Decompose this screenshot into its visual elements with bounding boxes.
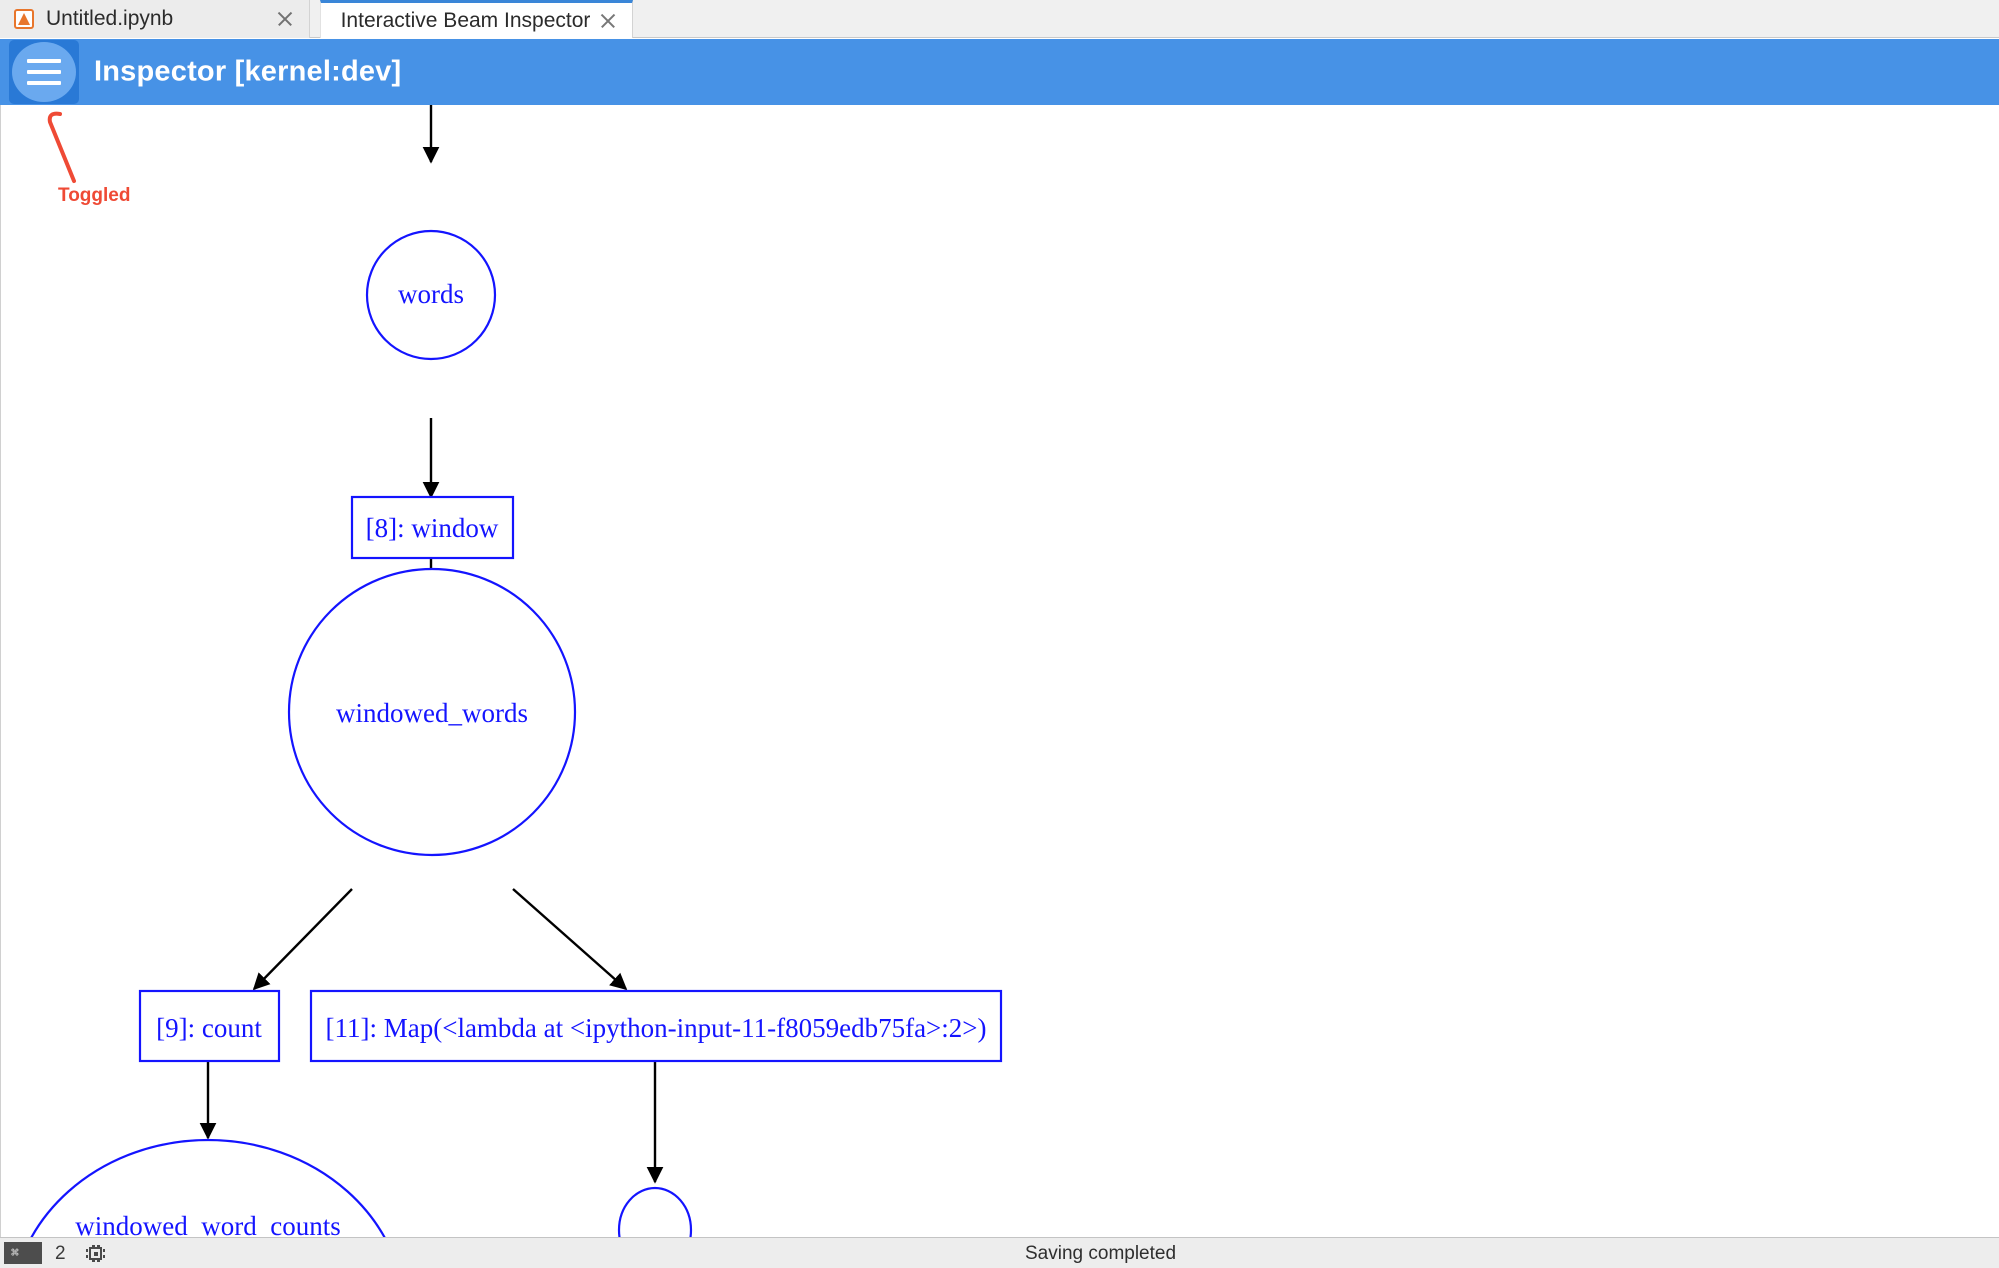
- tab-bar: Untitled.ipynb Interactive Beam Inspecto…: [0, 0, 1999, 38]
- graph-canvas[interactable]: words [8]: window windowed_words [9]: co…: [0, 105, 1999, 1237]
- edge-windowedwords-to-count: [252, 888, 353, 991]
- tab-untitled-ipynb[interactable]: Untitled.ipynb: [0, 0, 310, 38]
- status-bar: ⌘ 2 Saving completed: [0, 1237, 1999, 1268]
- graph-node-unnamed[interactable]: [617, 1186, 693, 1237]
- node-shape-circle[interactable]: [617, 1186, 693, 1237]
- tab-interactive-beam-inspector[interactable]: Interactive Beam Inspector: [320, 0, 633, 38]
- node-shape-box[interactable]: [138, 989, 281, 1063]
- graph-node-words[interactable]: words: [365, 229, 497, 361]
- node-shape-box[interactable]: [309, 989, 1003, 1063]
- close-icon[interactable]: [273, 7, 297, 31]
- status-message: Saving completed: [1025, 1243, 1177, 1264]
- edge-windowedwords-to-map: [512, 888, 628, 991]
- inspector-header: Inspector [kernel:dev]: [0, 39, 1999, 105]
- node-label: windowed_word_counts: [75, 1211, 340, 1237]
- tab-label: Untitled.ipynb: [46, 7, 174, 30]
- graph-node-windowed-words[interactable]: windowed_words: [287, 567, 577, 857]
- node-label: [8]: window: [366, 513, 499, 543]
- node-label: [9]: count: [156, 1013, 262, 1043]
- page-title: Inspector [kernel:dev]: [94, 55, 402, 88]
- node-label: windowed_words: [336, 698, 528, 728]
- node-shape-circle[interactable]: [11, 1138, 405, 1237]
- node-shape-circle[interactable]: [287, 567, 577, 857]
- pipeline-graph: words [8]: window windowed_words [9]: co…: [11, 105, 1003, 1237]
- terminal-glyph: ⌘: [11, 1246, 19, 1261]
- node-label: words: [398, 279, 464, 309]
- graph-node-count[interactable]: [9]: count: [138, 989, 281, 1063]
- graph-node-map[interactable]: [11]: Map(<lambda at <ipython-input-11-f…: [309, 989, 1003, 1063]
- cpu-chip-icon[interactable]: [86, 1245, 105, 1262]
- annotation-label: Toggled: [58, 185, 131, 206]
- tab-label: Interactive Beam Inspector: [340, 8, 591, 32]
- graph-node-windowed-word-counts[interactable]: windowed_word_counts: [11, 1138, 405, 1237]
- terminal-icon[interactable]: ⌘: [4, 1242, 42, 1264]
- node-shape-box[interactable]: [350, 495, 515, 560]
- hamburger-menu-button[interactable]: [9, 40, 79, 104]
- kernel-count: 2: [55, 1243, 66, 1264]
- notebook-icon: [14, 9, 34, 29]
- graph-node-window[interactable]: [8]: window: [350, 495, 515, 560]
- node-label: [11]: Map(<lambda at <ipython-input-11-f…: [326, 1013, 987, 1043]
- close-icon[interactable]: [596, 9, 620, 33]
- node-shape-circle[interactable]: [365, 229, 497, 361]
- hamburger-menu-icon: [27, 59, 61, 85]
